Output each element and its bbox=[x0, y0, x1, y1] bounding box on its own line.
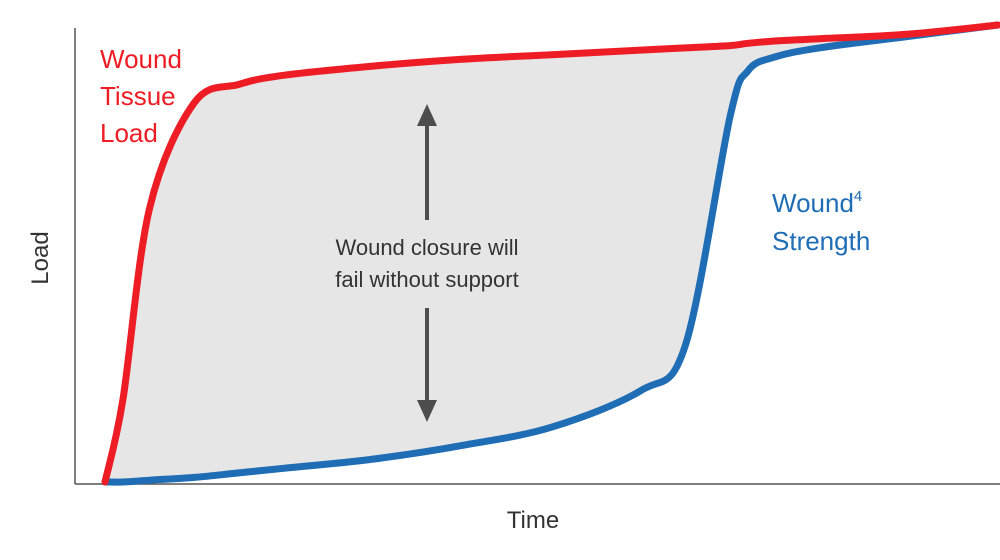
annotation-line-1: Wound closure will bbox=[335, 235, 518, 260]
series-lines bbox=[101, 21, 1000, 486]
annotation-line-2: fail without support bbox=[335, 267, 518, 292]
series-label-tissue-load-1: Wound bbox=[100, 44, 182, 74]
gap-fill-region bbox=[105, 25, 998, 483]
series-line-tissue-load bbox=[101, 21, 1000, 486]
citation-superscript: 4 bbox=[854, 188, 862, 205]
up-arrow bbox=[417, 104, 437, 220]
gap-fill-area bbox=[105, 25, 998, 483]
series-label-tissue-load-3: Load bbox=[100, 118, 158, 148]
x-axis-label: Time bbox=[507, 507, 559, 534]
series-label-strength-word: Wound bbox=[772, 188, 854, 218]
y-axis-label: Load bbox=[27, 231, 54, 284]
axes bbox=[74, 28, 1000, 485]
down-arrow bbox=[417, 308, 437, 422]
series-label-strength-1: Wound4 bbox=[772, 188, 862, 218]
series-line-wound-strength bbox=[101, 21, 1000, 486]
series-label-tissue-load-2: Tissue bbox=[100, 81, 176, 111]
series-label-strength-2: Strength bbox=[772, 226, 870, 256]
